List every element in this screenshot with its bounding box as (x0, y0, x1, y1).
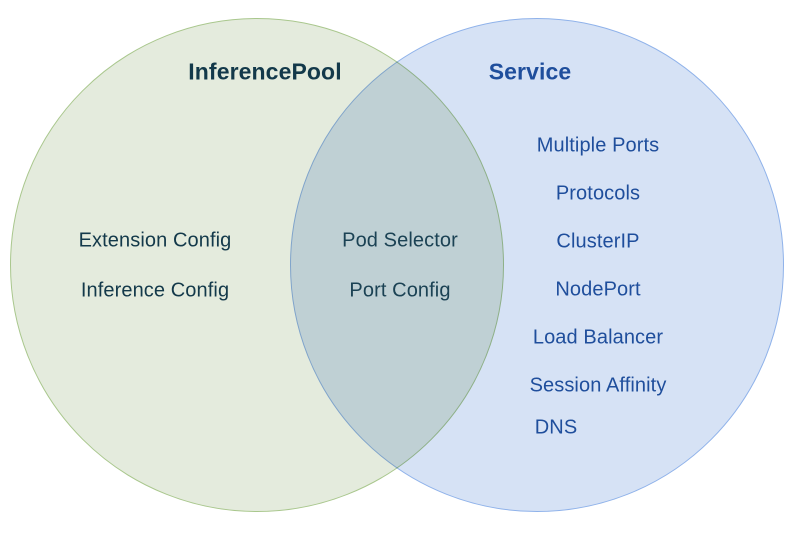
service-item-load-balancer: Load Balancer (532, 326, 664, 349)
inferencepool-item-extension-config: Extension Config (78, 229, 232, 252)
inferencepool-item-inference-config: Inference Config (80, 279, 230, 302)
shared-item-port-config: Port Config (349, 279, 451, 302)
service-item-dns: DNS (534, 416, 578, 439)
service-item-protocols: Protocols (555, 182, 641, 205)
service-item-session-affinity: Session Affinity (529, 374, 667, 397)
circle-service (290, 18, 784, 512)
service-item-nodeport: NodePort (555, 278, 641, 301)
shared-item-pod-selector: Pod Selector (342, 229, 458, 252)
service-item-multiple-ports: Multiple Ports (536, 134, 660, 157)
title-service: Service (488, 58, 572, 85)
title-inferencepool: InferencePool (188, 58, 342, 85)
service-item-clusterip: ClusterIP (556, 230, 640, 253)
